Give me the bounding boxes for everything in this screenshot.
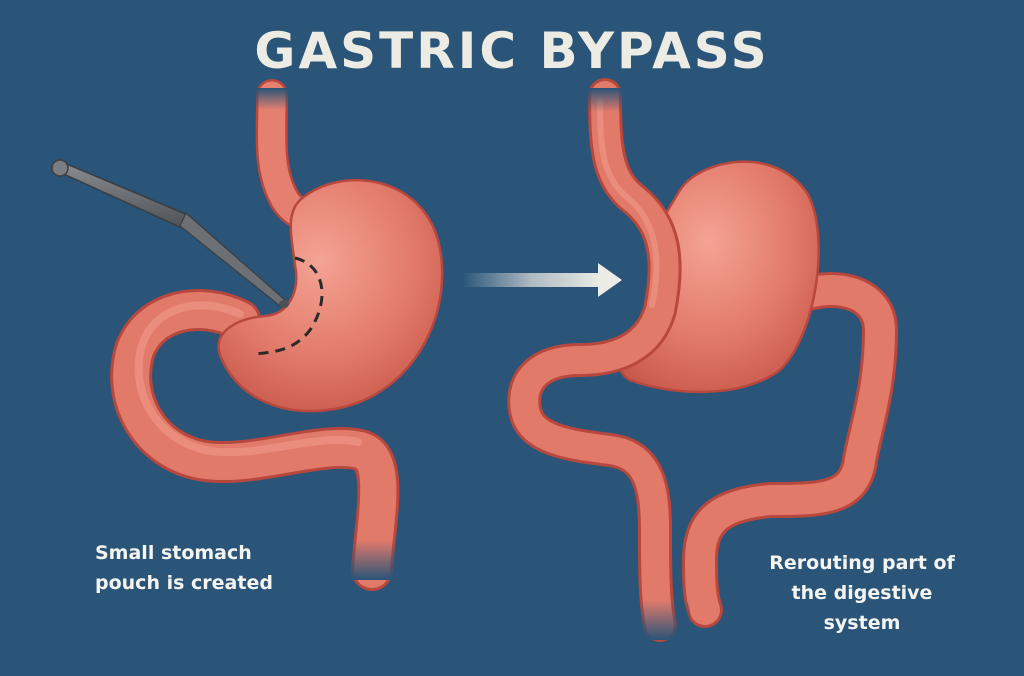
caption-after-line2: the digestive [791, 582, 933, 604]
caption-before-line2: pouch is created [95, 572, 273, 594]
before-panel [51, 79, 444, 591]
after-panel [507, 78, 899, 642]
caption-after: Rerouting part of the digestive system [752, 548, 972, 638]
caption-before-line1: Small stomach [95, 542, 252, 564]
transition-arrow-icon [462, 263, 622, 297]
caption-after-line1: Rerouting part of [769, 552, 955, 574]
caption-before: Small stomach pouch is created [95, 538, 305, 598]
caption-after-line3: system [823, 612, 901, 634]
stomach-left [217, 178, 444, 413]
scalpel-icon [51, 159, 289, 308]
page-title: GASTRIC BYPASS [254, 22, 770, 80]
dashed-cut-line [254, 256, 324, 356]
